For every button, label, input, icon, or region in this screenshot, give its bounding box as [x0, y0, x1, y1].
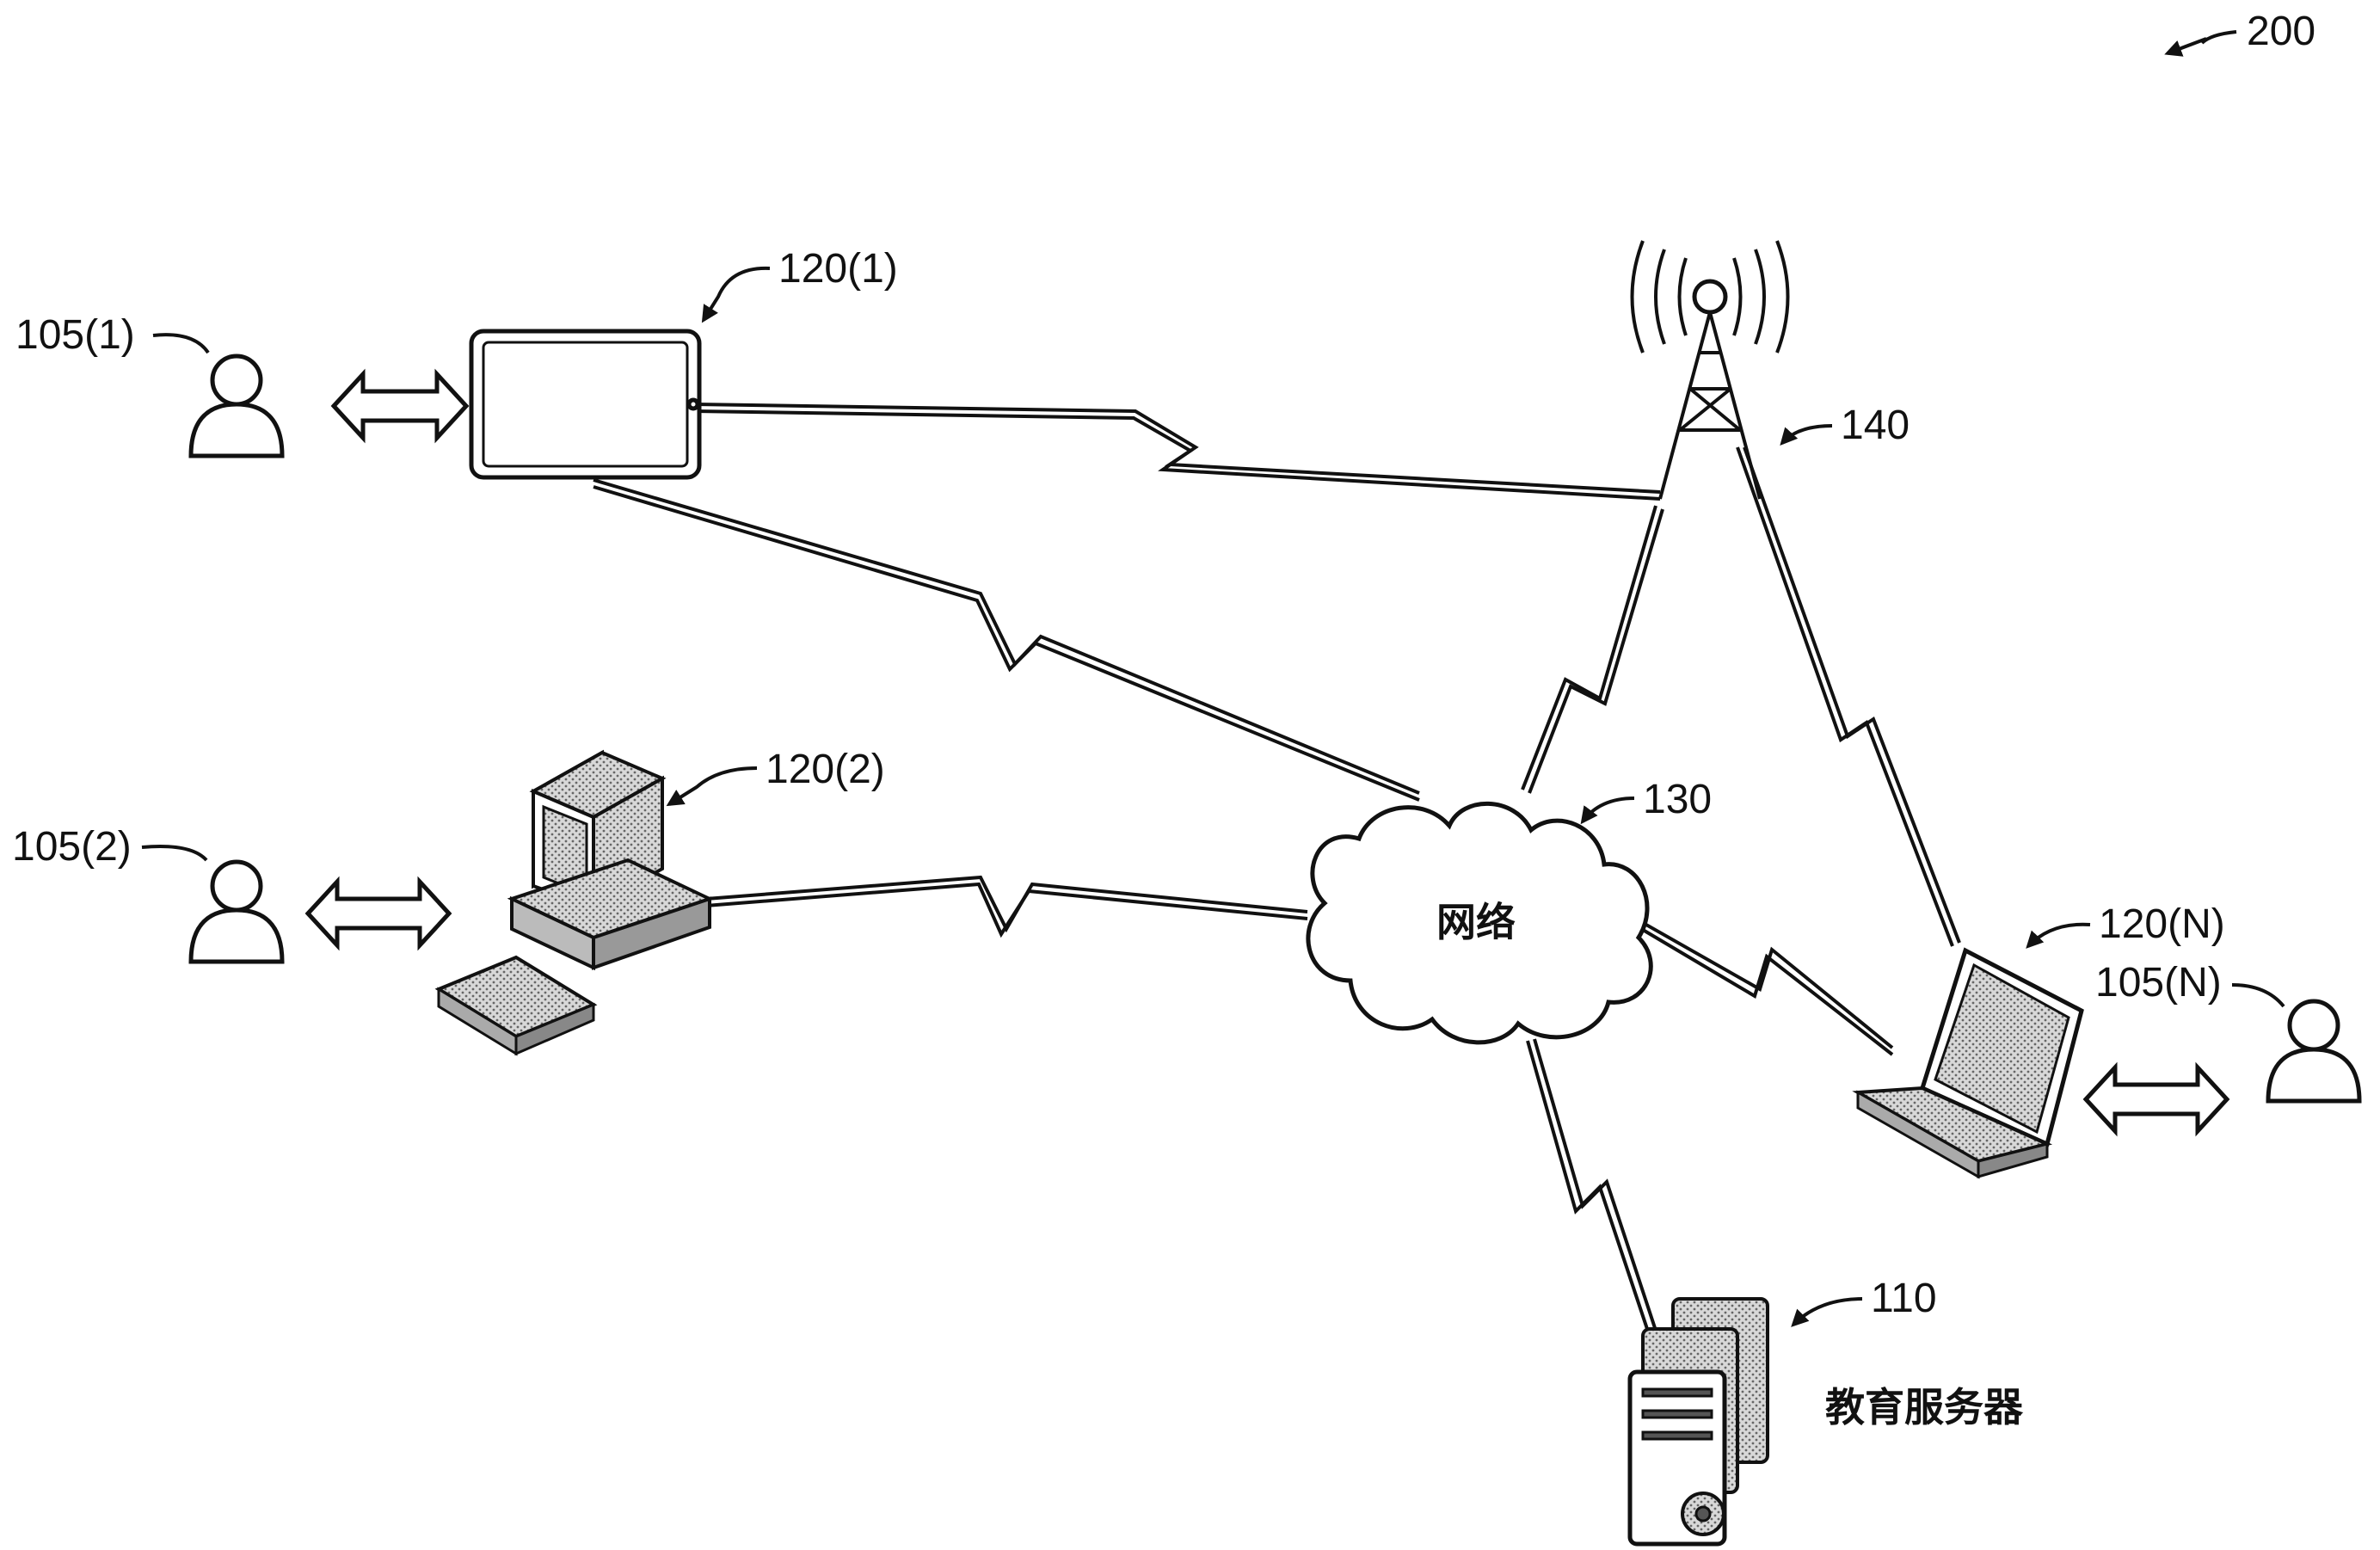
laptop-ref-label: 120(N) [2099, 901, 2225, 947]
laptop-computer [1852, 947, 2084, 1179]
link-tablet-to-network [593, 478, 1420, 795]
tower-ref-label: 140 [1841, 403, 1910, 448]
double-arrow-user2-desktop [304, 876, 452, 951]
server-label: 教育服务器 [1825, 1384, 2024, 1430]
network-cloud: 网络 [1306, 801, 1653, 1045]
user-avatar-1 [188, 354, 285, 458]
user-avatar-2 [188, 859, 285, 964]
link-network-to-server [1526, 1040, 1653, 1343]
user-avatar-n [2266, 999, 2362, 1104]
double-arrow-user1-tablet [330, 368, 470, 444]
link-network-to-laptop [1638, 919, 1894, 1049]
link-tablet-to-tower [694, 403, 1661, 494]
user1-ref-label: 105(1) [15, 312, 135, 358]
education-server [1627, 1297, 1769, 1547]
server-ref-label: 110 [1871, 1276, 1937, 1321]
tablet-device [469, 329, 702, 480]
link-network-to-tower [1521, 505, 1657, 790]
user2-ref-label: 105(2) [12, 824, 132, 870]
network-ref-label: 130 [1643, 777, 1712, 822]
network-label: 网络 [1436, 899, 1516, 945]
desktop-computer [434, 749, 715, 1056]
tablet-ref-label: 120(1) [778, 246, 898, 292]
desktop-ref-label: 120(2) [766, 747, 885, 792]
figure-number-label: 200 [2247, 9, 2315, 54]
wireless-links [593, 403, 1961, 1343]
link-desktop-to-network [694, 875, 1308, 933]
usern-ref-label: 105(N) [2095, 960, 2222, 1006]
cell-tower [1630, 240, 1790, 500]
double-arrow-laptop-usern [2082, 1061, 2230, 1137]
